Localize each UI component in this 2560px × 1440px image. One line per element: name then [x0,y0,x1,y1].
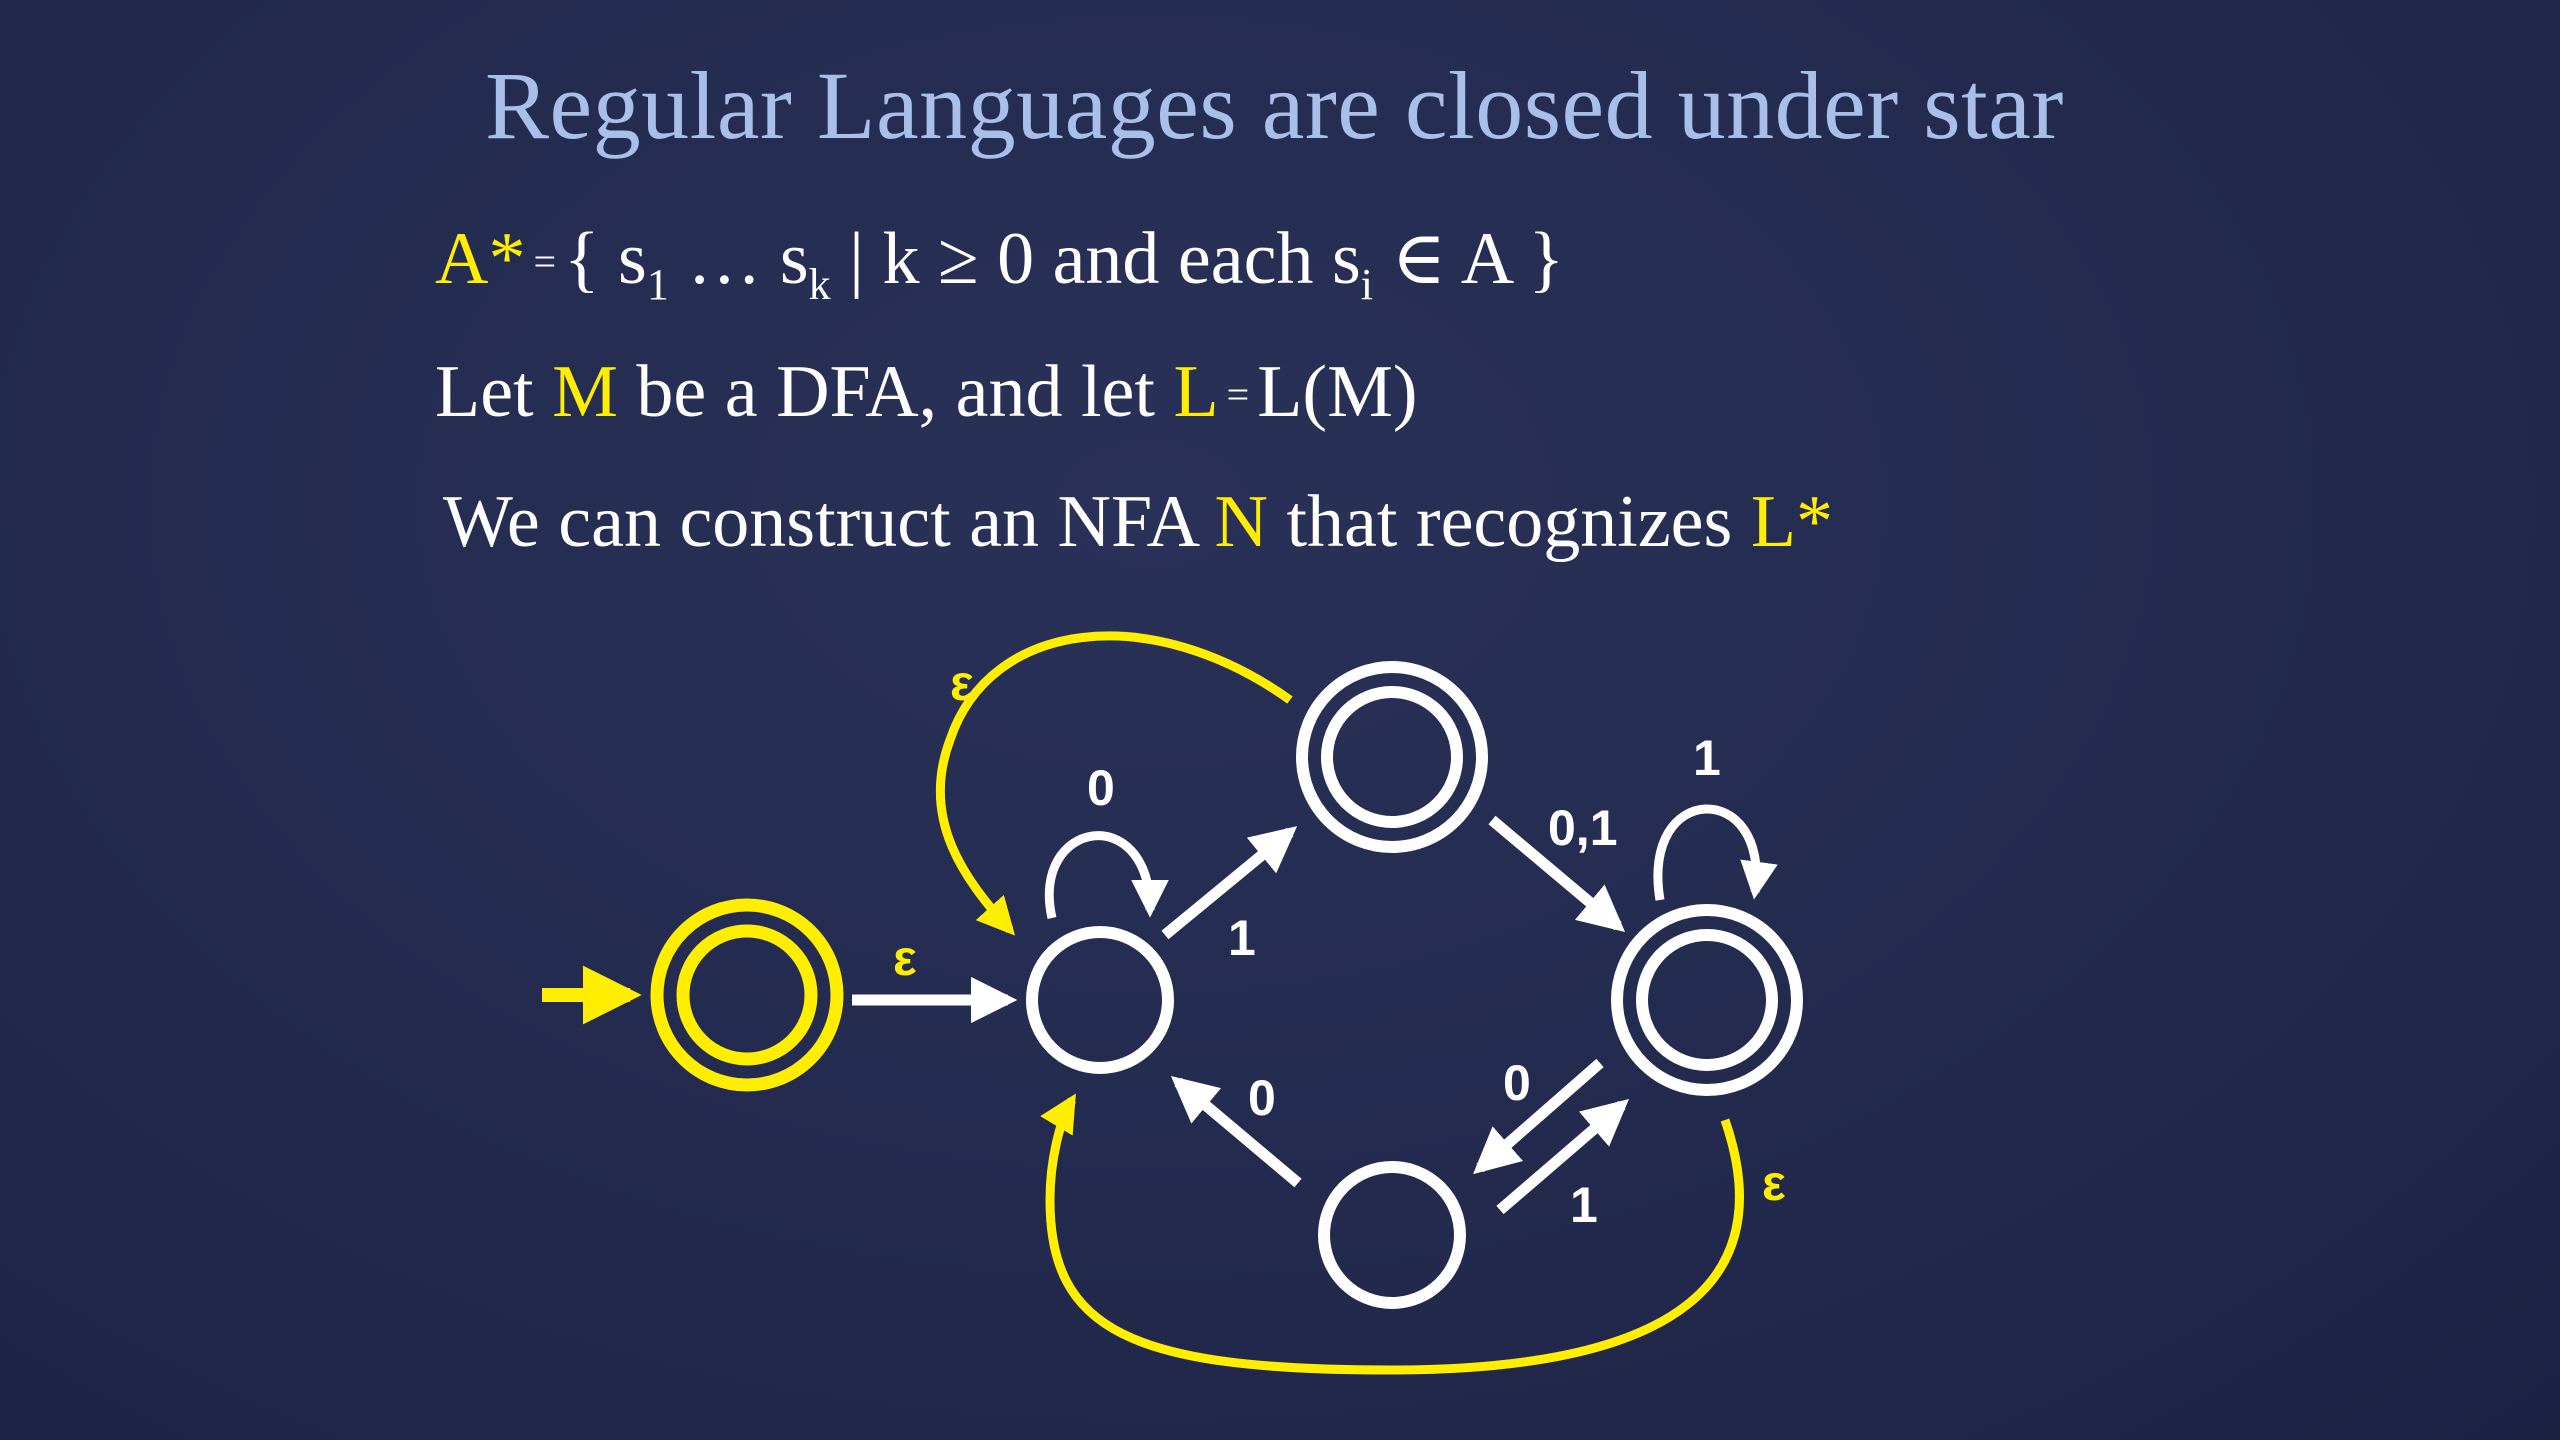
subscript-i: i [1360,260,1373,309]
equals-sign: = [533,239,557,284]
state-bottom [1318,1161,1466,1309]
equals-sign: = [1226,372,1250,417]
label-bottom-to-left: 0 [1248,1070,1276,1126]
set-open: { s [564,218,647,300]
edge-top-to-right [1488,815,1626,932]
edge-bottom-to-right [1496,1098,1630,1215]
state-right-accepting [1611,904,1803,1096]
label-eps-start: ε [893,930,917,986]
label-eps-top: ε [950,655,974,711]
definition-line: A*={ s1 … sk | k ≥ 0 and each si ∈ A } [435,215,1565,307]
construct-text: We can construct an NFA [443,481,1215,563]
let-text: Let [435,351,553,433]
label-loop-left: 0 [1087,760,1115,816]
l-symbol: L [1173,351,1219,433]
label-eps-bottom: ε [1762,1155,1786,1211]
label-right-to-bottom: 0 [1503,1055,1531,1111]
label-top-to-right: 0,1 [1548,800,1618,856]
m-symbol: M [552,351,618,433]
epsilon-edge-bottom [1040,1093,1744,1375]
set-condition: | k ≥ 0 and each s [830,218,1361,300]
subscript-1: 1 [646,260,669,309]
new-start-state [650,898,844,1092]
set-dots: … s [668,218,809,300]
edge-right-to-bottom [1473,1058,1604,1175]
n-symbol: N [1214,481,1268,563]
dfa-line: Let M be a DFA, and let L=L(M) [435,350,1418,435]
edge-left-to-top [1161,826,1298,940]
label-bottom-to-right: 1 [1570,1177,1598,1233]
label-loop-right: 1 [1693,730,1721,786]
edge-bottom-to-left [1170,1076,1302,1188]
subscript-k: k [808,260,831,309]
nfa-line: We can construct an NFA N that recognize… [443,480,1833,565]
loop-right [1653,804,1778,901]
epsilon-edge-top [935,631,1293,936]
state-top-accepting [1296,661,1488,853]
a-star-symbol: A* [435,218,526,300]
slide-title: Regular Languages are closed under star [485,52,2064,159]
l-star-symbol: L* [1750,481,1834,563]
set-close: ∈ A } [1373,218,1565,300]
loop-left [1044,831,1169,919]
label-left-to-top: 1 [1228,910,1256,966]
dfa-text: be a DFA, and let [617,351,1174,433]
l-of-m-text: L(M) [1257,351,1418,433]
recognizes-text: that recognizes [1267,481,1751,563]
state-left [1026,926,1174,1074]
